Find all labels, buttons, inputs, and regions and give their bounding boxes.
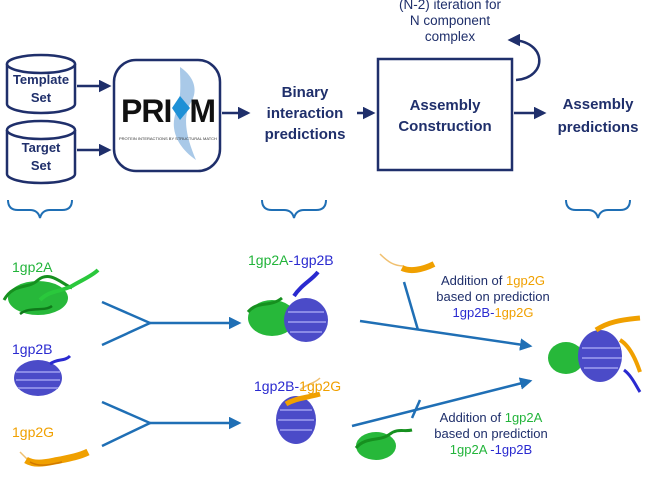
note-lower-prefix: Addition of — [439, 410, 505, 425]
assembly-construction-line-2: Construction — [398, 118, 492, 135]
assembled-complex-structure — [548, 315, 642, 393]
binary-line-2: interaction — [266, 105, 344, 122]
template-set-label-line-2: Set — [30, 90, 52, 105]
binary-interaction-predictions: Binary interaction predictions — [252, 82, 358, 145]
label-1gp2g: 1gp2G — [12, 424, 55, 440]
pair-ab-sep: - — [288, 252, 294, 268]
prism-logo-right: M — [189, 93, 216, 129]
note-lower-line-2: based on prediction — [434, 426, 548, 441]
assembly-predictions-line-1: Assembly — [562, 96, 634, 113]
pair-bg-sep: - — [294, 378, 300, 394]
note-lower-line-1: Addition of 1gp2A — [418, 410, 564, 426]
note-upper-left: 1gp2B — [452, 305, 491, 320]
note-upper-name: 1gp2G — [506, 273, 546, 288]
complex-1gp2b-1gp2g-structure — [276, 377, 321, 444]
note-upper-line-3: 1gp2B-1gp2G — [420, 305, 566, 321]
iteration-loop-arrow — [507, 33, 541, 82]
protein-1gp2b-structure — [14, 354, 72, 396]
iteration-note-line-3: complex — [424, 29, 476, 44]
template-set-cylinder — [5, 53, 77, 115]
label-pair-1gp2b-1gp2g: 1gp2B-1gp2G — [254, 378, 341, 394]
assembly-construction-line-1: Assembly — [409, 97, 481, 114]
binary-line-3: predictions — [264, 126, 346, 143]
note-lower-sep: - — [486, 442, 495, 457]
note-upper-sep: - — [490, 305, 495, 320]
target-set-label: Target Set — [7, 139, 75, 175]
note-upper-line-2: based on prediction — [436, 289, 550, 304]
note-add-1gp2a: Addition of 1gp2A based on prediction 1g… — [418, 410, 564, 458]
target-set-label-line-2: Set — [30, 158, 52, 173]
pair-ab-left: 1gp2A — [248, 252, 289, 268]
pair-bg-right: 1gp2G — [299, 378, 342, 394]
note-upper-line-1: Addition of 1gp2G — [420, 273, 566, 289]
complex-1gp2a-1gp2b-structure — [246, 270, 328, 342]
label-pair-1gp2a-1gp2b: 1gp2A-1gp2B — [248, 252, 334, 268]
template-set-label: Template Set — [7, 71, 75, 107]
note-add-1gp2g: Addition of 1gp2G based on prediction 1g… — [420, 273, 566, 321]
prism-logo-text: PRI M — [121, 93, 216, 129]
target-set-cylinder — [5, 119, 77, 185]
assembly-construction-label: Assembly Construction — [378, 95, 512, 137]
pair-bg-left: 1gp2B — [254, 378, 295, 394]
note-upper-prefix: Addition of — [440, 273, 506, 288]
note-lower-name: 1gp2A — [504, 410, 543, 425]
iteration-note: (N-2) iteration for N component complex — [394, 0, 506, 45]
protein-1gp2a-floating-structure — [354, 428, 413, 460]
protein-1gp2g-floating-structure — [379, 253, 436, 274]
protein-1gp2a-structure — [2, 268, 100, 316]
assembly-predictions-line-2: predictions — [557, 119, 639, 136]
fork-arrows — [101, 281, 533, 448]
template-set-label-line-1: Template — [12, 72, 70, 87]
binary-line-1: Binary — [281, 84, 329, 101]
assembly-predictions-label: Assembly predictions — [548, 93, 648, 139]
note-lower-left: 1gp2A — [449, 442, 487, 457]
note-lower-line-3: 1gp2A -1gp2B — [418, 442, 564, 458]
note-upper-right: 1gp2G — [494, 305, 534, 320]
iteration-note-line-1: (N-2) iteration for — [398, 0, 502, 12]
protein-1gp2g-structure — [19, 448, 90, 467]
pair-ab-right: 1gp2B — [293, 252, 334, 268]
curly-braces — [7, 199, 631, 219]
prism-logo-left: PRI — [121, 93, 172, 129]
label-1gp2b: 1gp2B — [12, 341, 53, 357]
note-lower-right: 1gp2B — [494, 442, 533, 457]
prism-tagline: PROTEIN INTERACTIONS BY STRUCTURAL MATCH… — [119, 136, 217, 141]
iteration-note-line-2: N component — [409, 13, 491, 28]
target-set-label-line-1: Target — [21, 140, 61, 155]
label-1gp2a: 1gp2A — [12, 259, 53, 275]
assembly-construction-box — [376, 57, 514, 172]
